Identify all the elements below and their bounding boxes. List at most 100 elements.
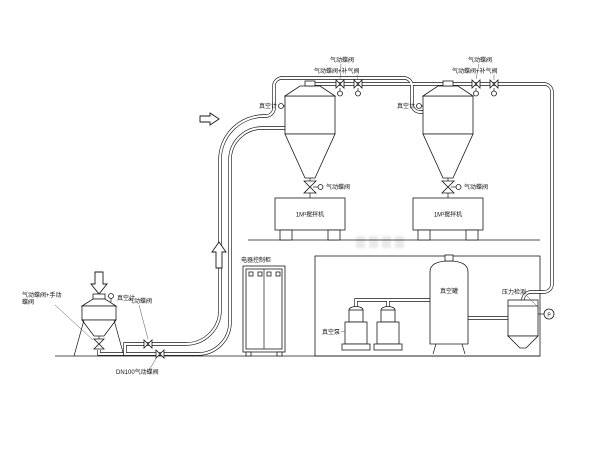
leader-feed-combo: [54, 304, 94, 341]
vacuum-header-valves: [335, 79, 499, 97]
receiver1-machine-foot-left: [279, 229, 293, 241]
cabinet-indicator-2: [257, 271, 263, 277]
header-valve1-actuator-icon: [337, 90, 343, 97]
pressure-gauge-icon: [543, 308, 555, 320]
receiver2-lid: [421, 85, 475, 97]
header-valve4-actuator-icon: [491, 90, 497, 97]
leader-feed-dn100: [148, 356, 158, 371]
pump1-motor: [348, 309, 364, 323]
receiver-1: [274, 80, 346, 241]
watermark: [356, 236, 404, 248]
feed-hopper-body: [81, 305, 117, 321]
receiver1-machine-box: [274, 197, 346, 231]
leader-pump: [340, 330, 346, 333]
leader-r2-valve-top: [475, 63, 480, 80]
leader-pressure: [526, 295, 541, 310]
label-receiver1-machine: 1M³搅拌机: [296, 211, 324, 219]
piping: [97, 76, 554, 356]
vacuum-pump-2: [373, 306, 403, 351]
header-valve1-icon: [335, 79, 345, 89]
feed-outlet-valve-icon: [93, 338, 105, 350]
receiver1-vacuum-gauge-icon: [278, 103, 284, 109]
filter-body: [507, 299, 539, 337]
leader-r1-valve-top: [339, 63, 342, 80]
cabinet-indicator-4: [275, 271, 281, 277]
label-feed-valve-combo-line1: 气动蝶阀+手动: [22, 291, 62, 299]
vacuum-tank: [429, 254, 469, 355]
label-feed-dn100-valve: DN100气动蝶阀: [116, 368, 159, 376]
label-pressure-gauge-letter: P: [547, 313, 551, 319]
receiver1-lid: [283, 85, 337, 97]
label-receiver1-vacuum-gauge: 真空计: [259, 102, 277, 110]
vacuum-pump-1: [341, 306, 371, 351]
receiver2-valve-actuator-icon: [455, 184, 462, 190]
pump-room-box: [314, 255, 541, 357]
header-valve2-actuator-icon: [355, 90, 361, 97]
pump2-motor: [380, 309, 396, 323]
filter-cone: [507, 335, 539, 349]
pump2-base: [373, 343, 403, 351]
material-pipe-to-receiver2-bore: [123, 76, 423, 353]
pump1-body: [344, 321, 368, 345]
material-pipe-to-receiver1-bore: [97, 126, 285, 356]
feed-hopper-cap: [92, 293, 106, 300]
flow-arrows: [199, 112, 227, 269]
receiver2-cap: [442, 80, 454, 87]
feed-station: [73, 271, 165, 359]
receiver1-cone: [284, 133, 336, 179]
feed-hopper-cone: [81, 319, 117, 337]
cabinet-indicator-3: [266, 271, 272, 277]
control-cabinet: [242, 265, 286, 357]
feed-hopper-leg-right: [113, 319, 125, 357]
label-feed-pipe-valve: 气动蝶阀: [128, 297, 152, 305]
label-receiver1-valve-combo: 气动蝶阀+补气阀: [314, 67, 360, 75]
feed-dn100-valve-icon: [155, 349, 165, 359]
header-valve4-icon: [489, 79, 499, 89]
receiver2-body: [422, 95, 474, 135]
label-feed-valve-combo-line2: 蝶阀: [22, 298, 34, 306]
receiver2-machine-foot-right: [465, 229, 479, 241]
feed-hopper-leg-left: [73, 319, 85, 357]
feed-vacuum-gauge-icon: [108, 293, 114, 299]
label-receiver2-valve-top: 气动蝶阀: [468, 56, 492, 64]
label-receiver2-machine: 1M³搅拌机: [434, 211, 462, 219]
label-pressure-detect: 压力检测: [502, 288, 526, 296]
tank-leg-right: [461, 343, 466, 355]
vacuum-header-pipe-bore: [310, 82, 554, 301]
cabinet-indicator-1: [248, 271, 254, 277]
header-valve2-icon: [353, 79, 363, 89]
label-feed-vacuum-gauge: 真空计: [117, 294, 135, 302]
filter-unit: [507, 299, 555, 349]
receiver-2: [412, 80, 484, 241]
label-control-cabinet: 电器控制柜: [241, 256, 271, 264]
receiver2-vacuum-gauge-icon: [416, 103, 422, 109]
receiver2-machine-foot-left: [417, 229, 431, 241]
tank-body: [429, 260, 469, 345]
label-vacuum-tank: 真空罐: [440, 287, 458, 295]
receiver2-cone: [422, 133, 474, 179]
label-receiver2-vacuum-gauge: 真空计: [397, 102, 415, 110]
label-receiver2-valve-combo: 气动蝶阀+补气阀: [452, 67, 498, 75]
receiver1-cap: [304, 80, 316, 87]
cabinet-foot-left: [245, 351, 252, 357]
header-valve3-icon: [471, 79, 481, 89]
feed-flow-down-arrow-icon: [90, 271, 108, 295]
pump1-base: [341, 343, 371, 351]
header-valve3-actuator-icon: [473, 90, 479, 97]
pump2-body: [376, 321, 400, 345]
structure: [55, 239, 541, 357]
feed-pipe-valve-icon: [143, 339, 153, 349]
receiver1-machine-foot-right: [327, 229, 341, 241]
flow-right-arrow-icon: [199, 112, 220, 126]
label-receiver2-discharge-valve: 气动蝶阀: [464, 183, 488, 191]
receiver2-machine-box: [412, 197, 484, 231]
tank-leg-left: [432, 343, 437, 355]
receiver1-body: [284, 95, 336, 135]
tank-top-fitting: [444, 254, 454, 262]
label-vacuum-pump: 真空泵: [322, 328, 340, 336]
label-receiver1-discharge-valve: 气动蝶阀: [326, 183, 350, 191]
receiver1-valve-actuator-icon: [317, 184, 324, 190]
flow-up-arrow-icon: [211, 241, 227, 269]
